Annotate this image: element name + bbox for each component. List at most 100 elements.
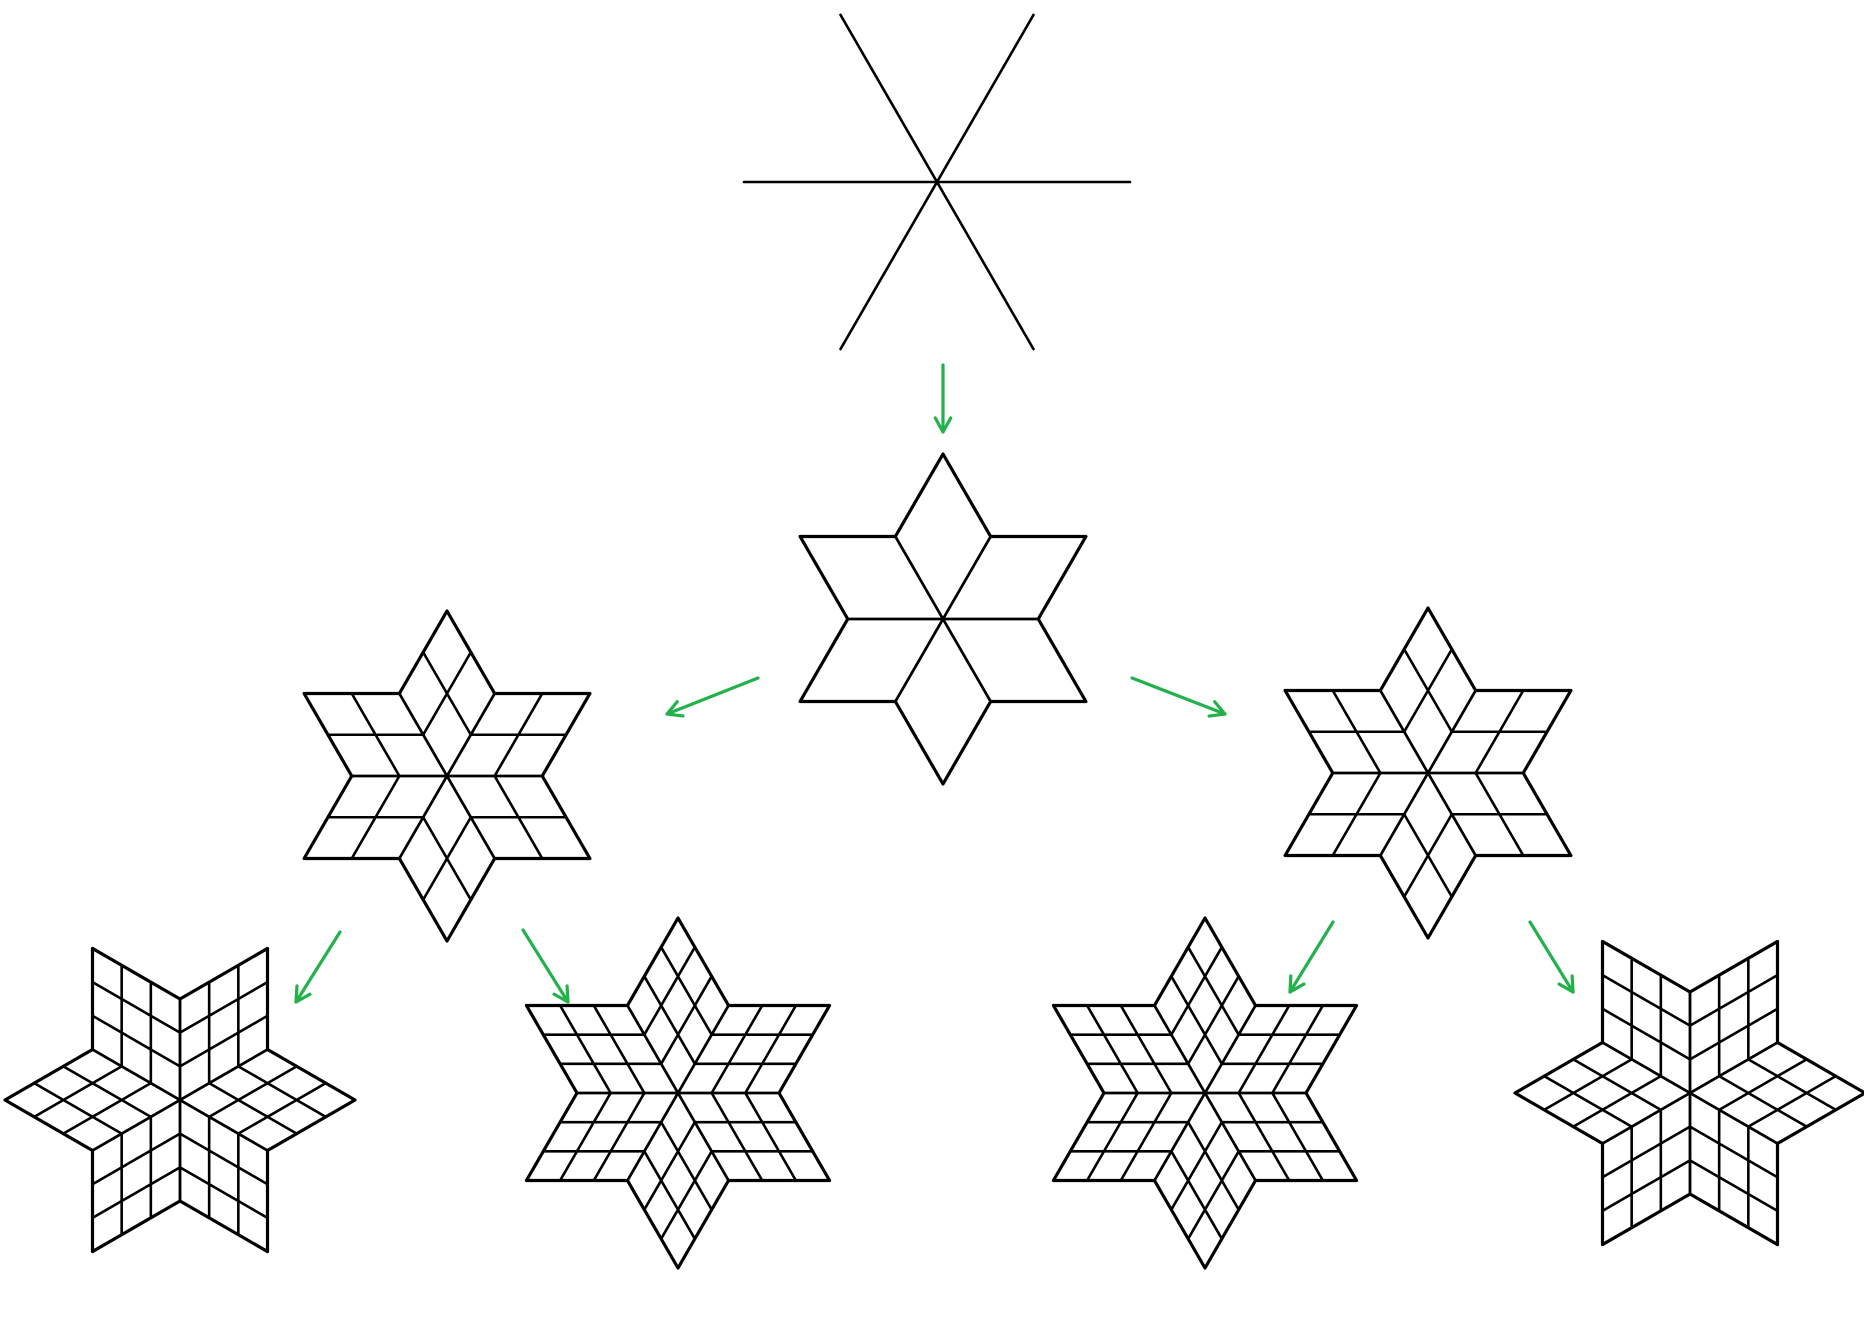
rhombus-outline	[1689, 939, 1780, 1043]
grid-line	[91, 1048, 182, 1102]
arrow-star-right-to-star-right-b	[1528, 920, 1575, 994]
six-ray-star-figure	[742, 13, 1132, 351]
grid-line	[1542, 1074, 1633, 1128]
rhombus-outline	[494, 691, 592, 777]
star-right-b-figure	[1513, 939, 1864, 1247]
grid-line	[91, 980, 182, 1034]
rhombus-outline	[1255, 1092, 1359, 1183]
arrow-head-icon	[1207, 700, 1227, 718]
grid-line	[1601, 1041, 1692, 1095]
rhombus-outline	[90, 1150, 181, 1254]
rhombus-outline	[179, 946, 270, 1050]
grid-line	[1170, 945, 1224, 1036]
six-rhombus-star-figure	[798, 452, 1088, 786]
grid-line	[1186, 975, 1240, 1066]
grid-line	[1331, 689, 1382, 775]
grid-line	[1085, 1004, 1139, 1095]
arrow-shaft	[1528, 920, 1575, 994]
grid-line	[1085, 1091, 1139, 1182]
rhombus-outline	[626, 916, 730, 1007]
arrow-head-icon	[1557, 974, 1575, 994]
rhombus-outline	[1283, 688, 1381, 774]
rhombus-outline	[266, 1048, 357, 1152]
grid-line	[1271, 1004, 1325, 1095]
grid-line	[178, 1166, 269, 1220]
grid-line	[1153, 1004, 1207, 1095]
grid-line	[643, 945, 697, 1036]
arrow-head-icon	[665, 700, 685, 718]
grid-line	[178, 1048, 269, 1102]
rhombus-outline	[626, 1179, 730, 1270]
arrows-layer	[294, 363, 1575, 1004]
arrow-head-icon	[552, 984, 570, 1004]
grid-line	[1747, 1058, 1838, 1112]
arrow-shaft	[521, 928, 570, 1004]
grid-line	[1402, 812, 1454, 899]
grid-line	[1170, 1120, 1224, 1211]
rhombus-outline	[1600, 939, 1691, 1043]
grid-line	[1601, 1159, 1692, 1213]
grid-line	[1688, 1041, 1779, 1095]
grid-line	[1186, 945, 1240, 1036]
grid-line	[592, 1004, 646, 1095]
arrow-six-ray-star-to-six-rhombus-star	[933, 363, 953, 434]
grid-line	[1119, 1004, 1173, 1095]
grid-line	[1688, 1159, 1779, 1213]
grid-line	[1271, 1091, 1325, 1182]
arrow-shaft	[665, 676, 760, 716]
grid-line	[643, 975, 697, 1066]
grid-line	[1601, 1091, 1692, 1145]
star-right-figure	[1283, 606, 1573, 940]
grid-line	[941, 535, 992, 621]
grid-line	[1153, 1091, 1207, 1182]
rhombus-outline	[728, 1092, 832, 1183]
grid-line	[207, 1081, 298, 1135]
rhombus-outline	[1051, 1003, 1155, 1094]
grid-line	[676, 1091, 730, 1182]
ray-line	[839, 13, 1035, 351]
grid-line	[1119, 1091, 1173, 1182]
grid-line	[1170, 1150, 1224, 1241]
grid-line	[710, 1091, 764, 1182]
rhombus-outline	[524, 1092, 628, 1183]
rhombus-outline	[798, 618, 896, 704]
star-left-figure	[302, 609, 592, 943]
grid-line	[1601, 1007, 1692, 1061]
arrow-shaft	[1288, 920, 1335, 994]
grid-line	[894, 617, 945, 703]
rhombus-outline	[1475, 688, 1573, 774]
grid-line	[62, 1081, 153, 1135]
grid-line	[659, 1150, 713, 1241]
arrow-head-icon	[933, 416, 953, 434]
grid-line	[32, 1081, 123, 1135]
star-right-a-figure	[1051, 916, 1359, 1270]
grid-line	[1170, 975, 1224, 1066]
grid-line	[421, 650, 473, 737]
grid-line	[1186, 1120, 1240, 1211]
grid-line	[421, 815, 473, 902]
rhombus-outline	[1051, 1092, 1155, 1183]
arrow-head-icon	[1288, 974, 1306, 994]
grid-line	[178, 1098, 269, 1152]
arrow-six-rhombus-star-to-star-right	[1130, 676, 1227, 718]
rhombus-outline	[397, 609, 497, 695]
grid-line	[643, 1150, 697, 1241]
grid-line	[676, 1004, 730, 1095]
rhombus-outline	[1513, 1041, 1604, 1145]
arrow-star-left-to-star-left-a	[294, 930, 342, 1004]
grid-line	[1747, 1074, 1838, 1128]
grid-line	[32, 1065, 123, 1119]
grid-line	[1203, 1004, 1257, 1095]
rhombus-outline	[1475, 772, 1573, 858]
grid-line	[558, 1004, 612, 1095]
grid-line	[626, 1091, 680, 1182]
grid-line	[207, 1065, 298, 1119]
rhombus-outline	[1283, 772, 1381, 858]
rhombus-outline	[397, 857, 497, 943]
grid-line	[1717, 1074, 1808, 1128]
arrow-shaft	[1130, 676, 1227, 716]
rhombus-outline	[1776, 1041, 1864, 1145]
grid-line	[1474, 771, 1525, 857]
grid-line	[1688, 973, 1779, 1027]
rhombus-outline	[1689, 1143, 1780, 1247]
